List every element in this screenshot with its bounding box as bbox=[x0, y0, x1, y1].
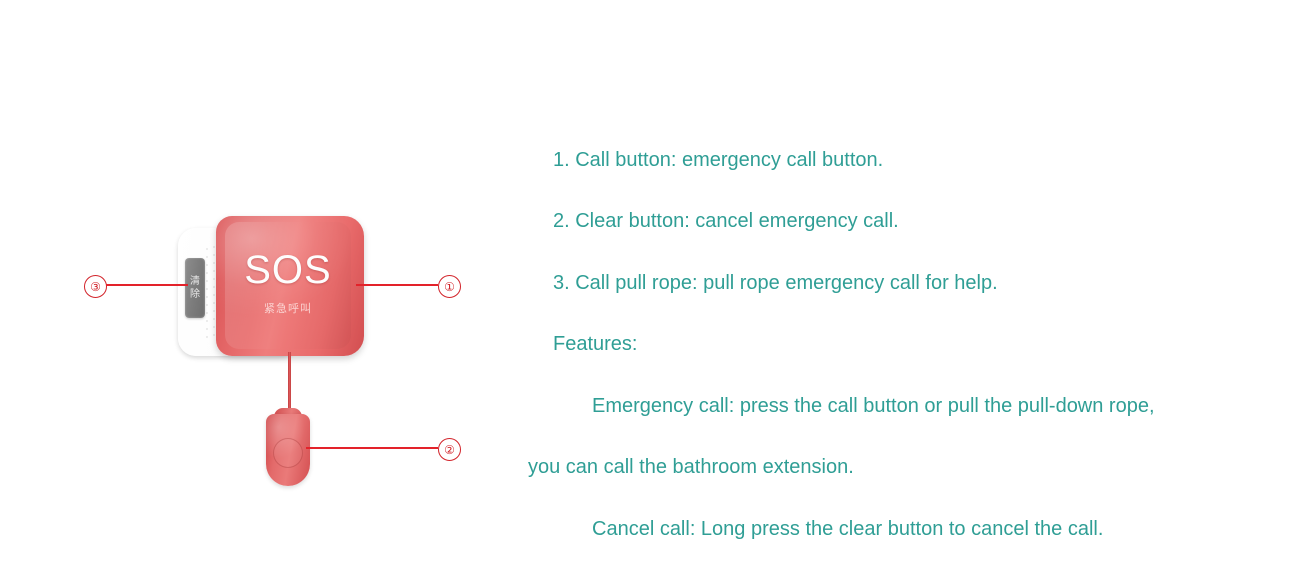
description-line-2: 2. Clear button: cancel emergency call. bbox=[553, 210, 899, 232]
clear-button-char-1: 清 bbox=[190, 275, 200, 287]
sos-sublabel: 紧急呼叫 bbox=[264, 302, 312, 315]
callout-line-2 bbox=[306, 447, 438, 450]
description-features-heading: Features: bbox=[553, 333, 638, 355]
description-line-cancel-call: Cancel call: Long press the clear button… bbox=[592, 518, 1104, 540]
callout-marker-3[interactable]: ③ bbox=[84, 275, 107, 298]
callout-marker-1[interactable]: ① bbox=[438, 275, 461, 298]
pendant-dial-detail bbox=[273, 438, 303, 468]
device-illustration: 清 除 SOS 紧急呼叫 ③ ① ② bbox=[0, 0, 510, 578]
description-line-bathroom-extension: you can call the bathroom extension. bbox=[528, 456, 854, 478]
callout-line-3 bbox=[106, 284, 188, 287]
description-line-3: 3. Call pull rope: pull rope emergency c… bbox=[553, 272, 998, 294]
clear-button-char-2: 除 bbox=[190, 288, 200, 300]
pull-rope-pendant[interactable] bbox=[266, 414, 310, 486]
pull-cord[interactable] bbox=[288, 352, 291, 416]
callout-line-1 bbox=[356, 284, 438, 287]
description-line-emergency-call: Emergency call: press the call button or… bbox=[592, 395, 1155, 417]
sos-label: SOS bbox=[244, 248, 332, 292]
sos-call-button[interactable]: SOS 紧急呼叫 bbox=[216, 216, 364, 356]
description-line-1: 1. Call button: emergency call button. bbox=[553, 149, 884, 171]
clear-button[interactable]: 清 除 bbox=[185, 258, 205, 318]
callout-marker-2[interactable]: ② bbox=[438, 438, 461, 461]
description-text-block: 1. Call button: emergency call button. 2… bbox=[510, 0, 1294, 578]
